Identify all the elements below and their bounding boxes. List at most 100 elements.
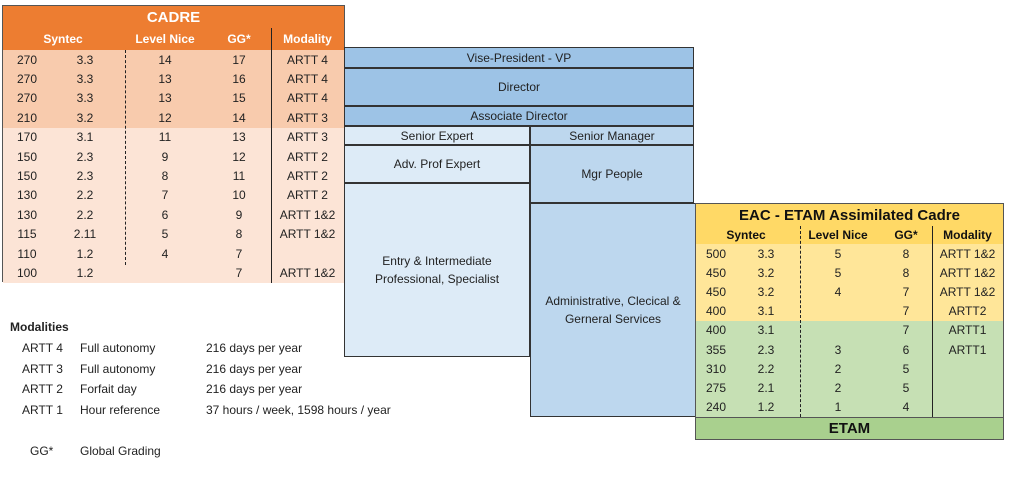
cadre-cell-syntec: 100 [16, 266, 38, 281]
cadre-cell-level: 14 [158, 52, 172, 67]
mgr-people-label: Mgr People [581, 167, 643, 181]
cadre-cell-coef: 3.3 [76, 52, 94, 67]
cadre-cell-gg: 13 [232, 130, 246, 145]
cadre-cell-level: 12 [158, 110, 172, 125]
eac-header-level: Level Nice [808, 228, 868, 242]
cadre-cell-modality: ARTT 2 [287, 188, 328, 203]
associate-director-box: Associate Director [344, 106, 694, 126]
cadre-cell-modality: ARTT 4 [287, 91, 328, 106]
eac-cell-coef: 3.2 [757, 265, 775, 280]
eac-cell-modality [932, 398, 1003, 417]
director-label: Director [497, 80, 540, 94]
modality-code: ARTT 4 [22, 341, 63, 355]
cadre-table: CADRE Syntec Level Nice GG* Modality 270… [2, 5, 345, 283]
eac-cell-syntec: 240 [705, 400, 727, 415]
cadre-cell-modality: ARTT 3 [287, 130, 328, 145]
cadre-cell-gg: 12 [232, 149, 246, 164]
etam-footer: ETAM [696, 417, 1003, 439]
cadre-cell-modality: ARTT 2 [287, 169, 328, 184]
cadre-cell-coef: 2.3 [76, 169, 94, 184]
modality-name: Forfait day [80, 382, 137, 396]
eac-cell-level: 4 [834, 284, 842, 299]
modality-detail: 216 days per year [206, 382, 303, 396]
eac-cell-coef: 3.3 [757, 246, 775, 261]
cadre-cell-level: 7 [161, 188, 169, 203]
cadre-cell-syntec: 130 [16, 207, 38, 222]
eac-cell-syntec: 275 [705, 380, 727, 395]
cadre-cell-coef: 1.2 [76, 266, 94, 281]
eac-cell-modality: ARTT 1&2 [939, 246, 996, 261]
gg-meaning: Global Grading [80, 444, 161, 458]
eac-cell-coef: 2.2 [757, 361, 775, 376]
cadre-cell-coef: 3.3 [76, 91, 94, 106]
eac-cell-syntec: 310 [705, 361, 727, 376]
cadre-cell-level: 9 [161, 149, 169, 164]
senior-expert-box: Senior Expert [344, 126, 530, 145]
cadre-cell-syntec: 150 [16, 149, 38, 164]
eac-cell-gg: 5 [902, 380, 910, 395]
eac-cell-gg: 7 [902, 284, 910, 299]
cadre-cell-syntec: 270 [16, 52, 38, 67]
eac-cell-coef: 3.1 [757, 304, 775, 319]
cadre-cell-modality: ARTT 2 [287, 149, 328, 164]
eac-cell-syntec: 355 [705, 342, 727, 357]
eac-cell-syntec: 450 [705, 265, 727, 280]
eac-cell-modality: ARTT2 [948, 304, 987, 319]
cadre-cell-syntec: 270 [16, 91, 38, 106]
eac-cell-level: 5 [834, 246, 842, 261]
adv-prof-expert-label: Adv. Prof Expert [393, 157, 481, 171]
cadre-header-level: Level Nice [135, 32, 195, 46]
eac-cell-syntec: 400 [705, 323, 727, 338]
cadre-dashed-divider [125, 50, 126, 265]
eac-cell-gg: 8 [902, 265, 910, 280]
cadre-cell-gg: 11 [232, 169, 246, 184]
director-box: Director [344, 68, 694, 106]
eac-cell-modality: ARTT1 [948, 342, 987, 357]
eac-header-row: Syntec Level Nice GG* Modality [696, 226, 1003, 244]
eac-cell-gg: 6 [902, 342, 910, 357]
cadre-header-row: Syntec Level Nice GG* Modality [3, 28, 344, 50]
modality-detail: 37 hours / week, 1598 hours / year [206, 402, 391, 417]
eac-dashed-divider [800, 226, 801, 417]
cadre-cell-coef: 2.2 [76, 207, 94, 222]
cadre-cell-syntec: 110 [17, 246, 37, 261]
eac-cell-coef: 2.3 [757, 342, 775, 357]
cadre-cell-modality: ARTT 4 [287, 52, 328, 67]
cadre-modality-divider [271, 28, 272, 283]
cadre-cell-syntec: 115 [17, 227, 37, 242]
cadre-row: 270 3.3 14 17 ARTT 4 [3, 50, 344, 70]
eac-header-gg: GG* [894, 228, 918, 242]
cadre-cell-gg: 16 [232, 72, 246, 87]
senior-manager-label: Senior Manager [569, 128, 655, 143]
cadre-title: CADRE [3, 6, 344, 28]
cadre-header-gg: GG* [227, 32, 251, 46]
eac-cell-modality [932, 359, 1003, 378]
cadre-cell-gg: 7 [235, 246, 243, 261]
vp-box: Vise-President - VP [344, 47, 694, 68]
cadre-cell-syntec: 170 [16, 130, 38, 145]
cadre-cell-coef: 2.2 [76, 188, 94, 203]
cadre-cell-level: 4 [161, 246, 169, 261]
cadre-cell-gg: 17 [232, 52, 246, 67]
modality-name: Full autonomy [80, 341, 156, 355]
mgr-people-box: Mgr People [530, 145, 694, 203]
cadre-cell-level: 13 [158, 72, 172, 87]
eac-header-modality: Modality [943, 228, 992, 242]
eac-cell-level: 2 [834, 380, 842, 395]
entry-line-2: Professional, Specialist [374, 272, 500, 286]
eac-cell-gg: 7 [902, 304, 910, 319]
modality-name: Hour reference [80, 402, 161, 417]
cadre-cell-gg: 14 [232, 110, 246, 125]
